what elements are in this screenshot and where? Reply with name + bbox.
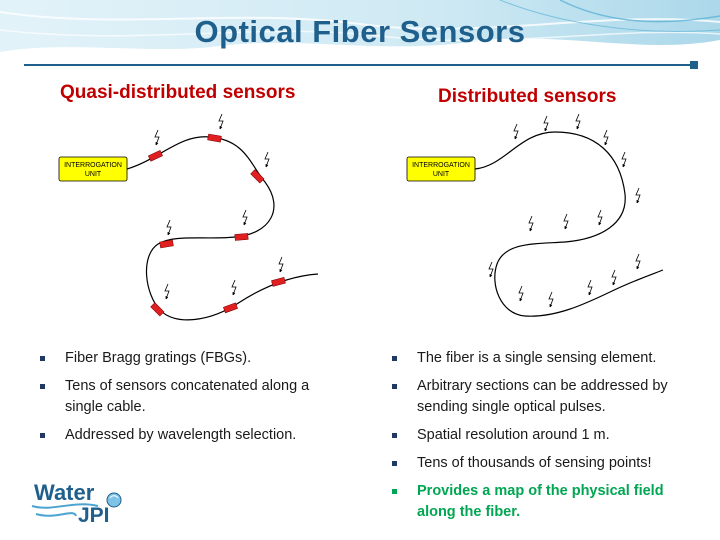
fbg-sensor	[147, 149, 163, 162]
logo-word-jpi: JPI	[78, 504, 110, 527]
quasi-distributed-bullet-list: Fiber Bragg gratings (FBGs). Tens of sen…	[40, 348, 340, 453]
lightning-bolt-icon	[488, 261, 494, 278]
bullet-item: Tens of thousands of sensing points!	[392, 453, 702, 474]
lightning-bolt-icon	[635, 187, 641, 204]
lightning-bolt-icon	[264, 151, 270, 168]
fbg-sensor	[150, 302, 165, 317]
bullet-text: Fiber Bragg gratings (FBGs).	[65, 350, 252, 366]
bullet-item: Tens of sensors concatenated along a sin…	[40, 376, 340, 418]
fbg-sensors	[147, 133, 286, 317]
bullet-text: Tens of sensors concatenated along a sin…	[65, 378, 310, 415]
lightning-bolt-icon	[621, 151, 627, 168]
optical-fiber	[474, 131, 664, 317]
interrogation-unit-label-line1: INTERROGATION	[412, 162, 470, 169]
fbg-sensor	[207, 133, 222, 143]
lightning-bolt-icon	[242, 209, 248, 226]
square-bullet-icon	[392, 489, 397, 494]
lightning-bolt-icon	[518, 285, 524, 302]
highlight-bullet-item: Provides a map of the physical field alo…	[392, 481, 702, 523]
lightning-bolt-icon	[543, 115, 549, 132]
lightning-bolt-icon	[603, 129, 609, 146]
distributed-heading: Distributed sensors	[438, 86, 617, 107]
measurand-bolts	[488, 113, 641, 308]
bullet-item: Fiber Bragg gratings (FBGs).	[40, 348, 340, 369]
lightning-bolt-icon	[548, 291, 554, 308]
lightning-bolt-icon	[278, 256, 284, 273]
water-jpi-logo: Water JPI	[28, 478, 138, 534]
bullet-item: Arbitrary sections can be addressed by s…	[392, 376, 702, 418]
highlight-bullet-text: Provides a map of the physical field alo…	[417, 483, 664, 520]
interrogation-unit-label-line2: UNIT	[433, 171, 450, 178]
distributed-diagram: INTERROGATION UNIT	[406, 113, 664, 317]
logo-word-water: Water	[34, 480, 95, 505]
header-wave-decoration	[0, 0, 720, 52]
lightning-bolt-icon	[563, 213, 569, 230]
square-bullet-icon	[40, 384, 45, 389]
square-bullet-icon	[392, 356, 397, 361]
distributed-bullet-list: The fiber is a single sensing element. A…	[392, 348, 702, 530]
fbg-sensor	[250, 169, 265, 184]
lightning-bolt-icon	[218, 113, 224, 130]
lightning-bolt-icon	[528, 215, 534, 232]
lightning-bolt-icon	[164, 283, 170, 300]
lightning-bolt-icon	[597, 209, 603, 226]
title-underline-cap	[690, 61, 698, 69]
bullet-text: The fiber is a single sensing element.	[417, 350, 657, 366]
lightning-bolt-icon	[635, 253, 641, 270]
square-bullet-icon	[40, 433, 45, 438]
lightning-bolt-icon	[513, 123, 519, 140]
square-bullet-icon	[392, 461, 397, 466]
lightning-bolt-icon	[166, 219, 172, 236]
measurand-bolts	[154, 113, 284, 300]
square-bullet-icon	[392, 433, 397, 438]
bullet-text: Spatial resolution around 1 m.	[417, 427, 610, 443]
lightning-bolt-icon	[231, 279, 237, 296]
quasi-distributed-diagram: INTERROGATION UNIT	[58, 113, 319, 321]
bullet-item: Spatial resolution around 1 m.	[392, 425, 702, 446]
interrogation-unit-label-line1: INTERROGATION	[64, 162, 122, 169]
bullet-text: Arbitrary sections can be addressed by s…	[417, 378, 668, 415]
square-bullet-icon	[40, 356, 45, 361]
title-underline	[24, 64, 698, 66]
bullet-item: Addressed by wavelength selection.	[40, 425, 340, 446]
fbg-sensor	[271, 276, 286, 287]
lightning-bolt-icon	[587, 279, 593, 296]
lightning-bolt-icon	[575, 113, 581, 130]
fbg-sensor	[234, 233, 249, 241]
bullet-item: The fiber is a single sensing element.	[392, 348, 702, 369]
slide-title: Optical Fiber Sensors	[194, 14, 526, 49]
fbg-sensor	[223, 302, 238, 314]
optical-fiber	[126, 136, 319, 321]
square-bullet-icon	[392, 384, 397, 389]
quasi-distributed-heading: Quasi-distributed sensors	[60, 82, 296, 103]
water-drop-icon	[31, 492, 122, 517]
bullet-text: Addressed by wavelength selection.	[65, 427, 297, 443]
bullet-text: Tens of thousands of sensing points!	[417, 455, 652, 471]
lightning-bolt-icon	[611, 269, 617, 286]
interrogation-unit-label-line2: UNIT	[85, 171, 102, 178]
lightning-bolt-icon	[154, 129, 160, 146]
fbg-sensor	[159, 239, 174, 249]
